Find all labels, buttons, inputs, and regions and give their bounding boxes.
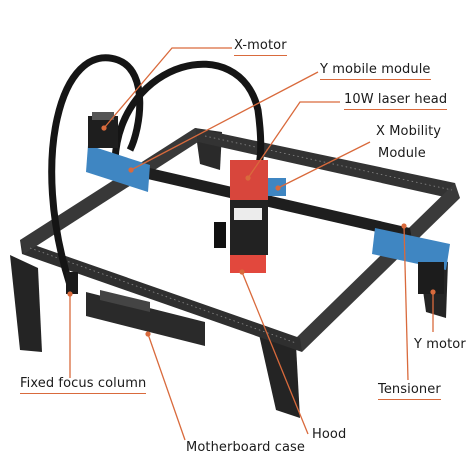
leader-motherboard: [147, 333, 186, 441]
label-hood: Hood: [312, 427, 347, 442]
rail-right: [296, 183, 460, 352]
y-mobile-module-shape: [86, 145, 150, 192]
label-laser-head: 10W laser head: [344, 92, 448, 110]
label-y-mobile-module: Y mobile module: [320, 62, 431, 80]
focus-column-shape: [66, 272, 78, 294]
laser-hood-shape: [230, 255, 266, 273]
label-motherboard-case: Motherboard case: [186, 440, 306, 455]
leader-x-mobility: [277, 141, 371, 189]
label-x-mobility-line1: X Mobility: [376, 124, 442, 139]
label-tensioner: Tensioner: [378, 382, 441, 400]
label-fixed-focus-column: Fixed focus column: [20, 376, 147, 394]
leg-front-right: [258, 330, 300, 418]
leader-laser-head: [247, 101, 340, 179]
ruler-front: [29, 247, 297, 344]
cable-hose-left: [48, 54, 144, 287]
leg-front-left: [10, 255, 42, 352]
leader-lines: [69, 47, 434, 441]
y-motor-shape: [418, 262, 444, 294]
x-mobility-module-right-shape: [372, 228, 450, 270]
x-motor-shape: [88, 116, 118, 148]
motherboard-case-shape: [86, 292, 205, 346]
leader-hood: [241, 271, 309, 435]
rail-left: [20, 128, 198, 254]
leader-x-motor: [103, 47, 232, 129]
label-y-motor: Y motor: [414, 337, 466, 352]
label-x-motor: X-motor: [234, 38, 287, 56]
rail-front: [20, 240, 302, 352]
leader-tensioner: [403, 225, 409, 381]
leader-dots: [67, 125, 436, 337]
leader-y-mobile-module: [130, 71, 319, 171]
label-x-mobility-line2: Module: [378, 146, 426, 161]
cable-hose-right: [111, 60, 265, 178]
